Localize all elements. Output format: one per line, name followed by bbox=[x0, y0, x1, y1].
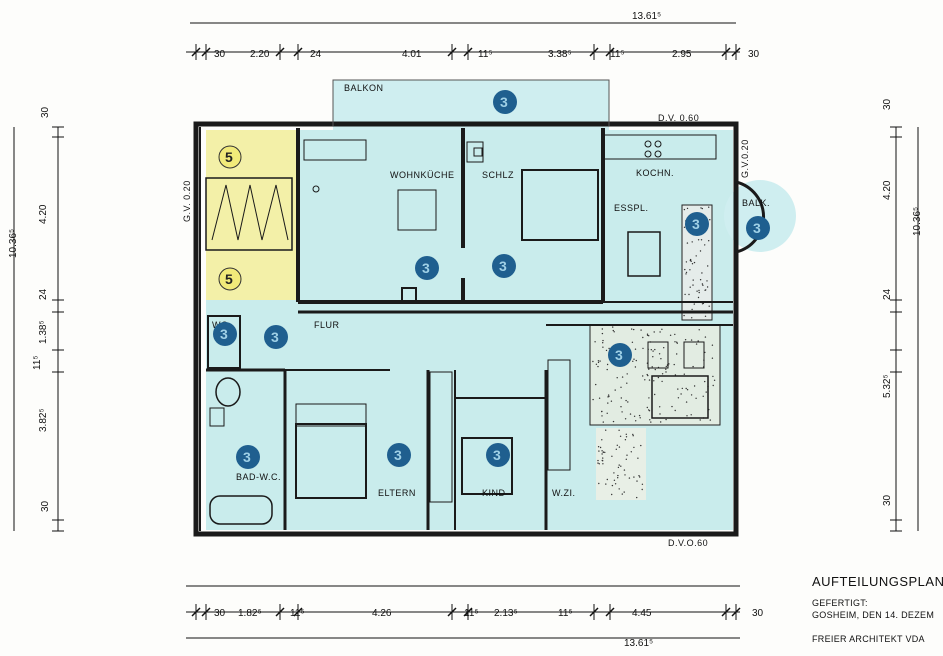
svg-text:3: 3 bbox=[243, 449, 251, 465]
title-block: AUFTEILUNGSPLAN GEFERTIGT: GOSHEIM, DEN … bbox=[812, 574, 943, 644]
right-dim: 30 bbox=[882, 494, 893, 506]
svg-text:3: 3 bbox=[499, 258, 507, 274]
note-gv-left: G.V. 0.20 bbox=[182, 180, 192, 222]
wohnkueche-area bbox=[300, 130, 465, 300]
svg-text:3: 3 bbox=[753, 220, 761, 236]
top-dim: 2.20 bbox=[250, 49, 270, 60]
bottom-dim: 11⁵ bbox=[558, 608, 573, 619]
schlz-area bbox=[465, 130, 603, 300]
badge-eltern: 3 bbox=[387, 443, 411, 467]
top-dim: 11⁵ bbox=[610, 49, 625, 60]
wzi-carpet bbox=[589, 324, 721, 426]
badge-wohnkueche: 3 bbox=[415, 256, 439, 280]
room-label-schlz: SCHLZ bbox=[482, 170, 514, 180]
bottom-dim: 4.45 bbox=[632, 608, 652, 619]
room-label-bad-wc: BAD-W.C. bbox=[236, 472, 281, 482]
badge-flur: 3 bbox=[264, 325, 288, 349]
top-dim: 2.95 bbox=[672, 49, 692, 60]
title-block-line: GEFERTIGT: bbox=[812, 598, 868, 608]
room-label-eltern: ELTERN bbox=[378, 488, 416, 498]
svg-text:3: 3 bbox=[394, 447, 402, 463]
wzi-carpet-2 bbox=[596, 428, 646, 500]
bottom-dim: 11⁵ bbox=[290, 608, 305, 619]
svg-text:3: 3 bbox=[615, 347, 623, 363]
badge-balkon: 3 bbox=[493, 90, 517, 114]
top-dim: 3.38⁵ bbox=[548, 49, 572, 60]
svg-text:3: 3 bbox=[220, 326, 228, 342]
title-block-line: FREIER ARCHITEKT VDA bbox=[812, 634, 925, 644]
room-label-balk: BALK. bbox=[742, 198, 770, 208]
top-dim: 11⁵ bbox=[478, 49, 493, 60]
room-label-flur: FLUR bbox=[314, 320, 340, 330]
title-block-line: GOSHEIM, DEN 14. DEZEM bbox=[812, 610, 935, 620]
svg-text:3: 3 bbox=[422, 260, 430, 276]
badge-wc: 3 bbox=[213, 322, 237, 346]
svg-text:5: 5 bbox=[225, 149, 233, 165]
kind-area bbox=[428, 370, 546, 530]
note-dv-top: D.V. 0.60 bbox=[658, 113, 699, 123]
badge-bad: 3 bbox=[236, 445, 260, 469]
left-dim: 24 bbox=[38, 288, 49, 300]
left-total-dim: 10.36⁵ bbox=[8, 229, 19, 258]
top-dimensions: 13.61⁵ 30 2.20 24 4.01 11⁵ 3.38⁵ 11⁵ 2.9… bbox=[214, 11, 760, 60]
badge-balk: 3 bbox=[746, 216, 770, 240]
room-label-wzi: W.ZI. bbox=[552, 488, 576, 498]
bottom-dim: 11⁵ bbox=[464, 608, 479, 619]
dimension-lines bbox=[13, 22, 919, 639]
left-dim: 30 bbox=[40, 106, 51, 118]
balk-area bbox=[724, 180, 796, 252]
badge-esspl: 3 bbox=[685, 212, 709, 236]
room-label-kind: KIND bbox=[482, 488, 506, 498]
right-total-dim: 10.36⁵ bbox=[912, 207, 923, 236]
top-dim: 30 bbox=[748, 49, 760, 60]
bottom-dim: 4.26 bbox=[372, 608, 392, 619]
room-label-esspl: ESSPL. bbox=[614, 203, 649, 213]
badge-wzi: 3 bbox=[608, 343, 632, 367]
svg-text:3: 3 bbox=[500, 94, 508, 110]
unit-badges: 5 5 3 3 3 3 3 3 bbox=[213, 90, 770, 469]
walls bbox=[193, 79, 766, 537]
left-dim: 1.38⁵ bbox=[38, 320, 49, 344]
bottom-dim: 30 bbox=[214, 608, 226, 619]
svg-text:3: 3 bbox=[692, 216, 700, 232]
right-dim: 30 bbox=[882, 98, 893, 110]
note-dv-bottom: D.V.O.60 bbox=[668, 538, 708, 548]
bottom-total-dim: 13.61⁵ bbox=[624, 638, 653, 649]
plan-title: AUFTEILUNGSPLAN bbox=[812, 574, 943, 589]
left-dim: 4.20 bbox=[38, 204, 49, 224]
badge-stair-top: 5 bbox=[218, 145, 242, 169]
badge-stair-bottom: 5 bbox=[218, 267, 242, 291]
left-dim: 3.82⁵ bbox=[38, 408, 49, 432]
svg-text:3: 3 bbox=[271, 329, 279, 345]
top-dim: 4.01 bbox=[402, 49, 422, 60]
svg-text:3: 3 bbox=[493, 447, 501, 463]
right-dim: 24 bbox=[882, 288, 893, 300]
left-dim: 30 bbox=[40, 500, 51, 512]
room-label-balkon: BALKON bbox=[344, 83, 384, 93]
note-gv-right: G.V.0.20 bbox=[740, 139, 750, 178]
room-labels: BALKON WOHNKÜCHE SCHLZ KOCHN. ESSPL. BAL… bbox=[182, 83, 770, 548]
bottom-dimensions: 30 1.82⁵ 11⁵ 4.26 11⁵ 2.13⁵ 11⁵ 4.45 30 … bbox=[214, 608, 764, 649]
bottom-dim: 30 bbox=[752, 608, 764, 619]
badge-kind: 3 bbox=[486, 443, 510, 467]
room-label-kochn: KOCHN. bbox=[636, 168, 674, 178]
top-dim: 30 bbox=[214, 49, 226, 60]
top-dim: 24 bbox=[310, 49, 322, 60]
right-dimensions: 30 4.20 10.36⁵ 24 5.32⁵ 30 bbox=[882, 98, 923, 506]
room-label-wohnkueche: WOHNKÜCHE bbox=[390, 170, 455, 180]
right-dim: 4.20 bbox=[882, 180, 893, 200]
left-dim: 11⁵ bbox=[32, 355, 43, 370]
top-total-dim: 13.61⁵ bbox=[632, 11, 661, 22]
bottom-dim: 2.13⁵ bbox=[494, 608, 518, 619]
kochn-area bbox=[603, 130, 733, 300]
bottom-dim: 1.82⁵ bbox=[238, 608, 262, 619]
left-dimensions: 10.36⁵ 30 4.20 24 1.38⁵ 11⁵ 3.82⁵ 30 bbox=[8, 106, 51, 512]
badge-schlz: 3 bbox=[492, 254, 516, 278]
right-dim: 5.32⁵ bbox=[882, 374, 893, 398]
svg-text:5: 5 bbox=[225, 271, 233, 287]
